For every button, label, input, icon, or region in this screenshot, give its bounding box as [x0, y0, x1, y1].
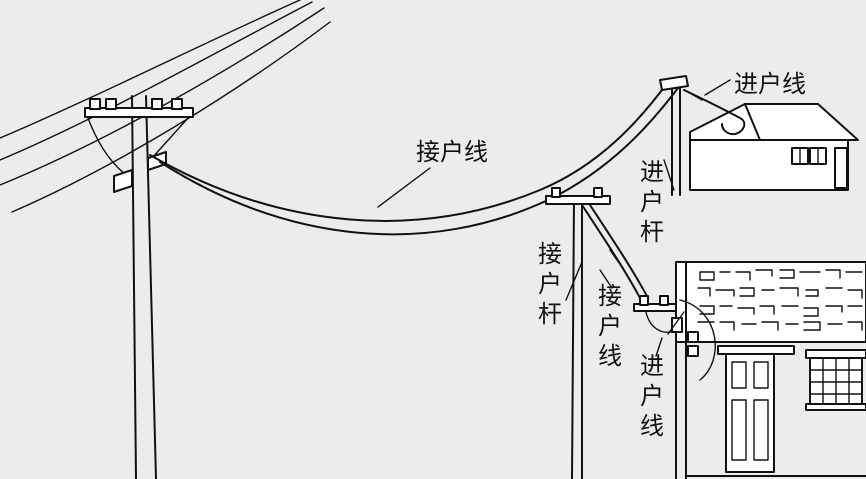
- insulator: [551, 187, 561, 198]
- service-pole: [545, 187, 611, 479]
- insulator: [639, 295, 649, 306]
- label-service-entrance-lower: 进 户 线: [640, 352, 672, 440]
- wall-bracket: [633, 295, 716, 381]
- char: 杆: [538, 300, 562, 328]
- leader-lines: [565, 159, 675, 301]
- brick-wall: [675, 261, 866, 343]
- char: 接: [598, 282, 622, 310]
- char: 户: [598, 312, 622, 340]
- crossarm: [545, 195, 611, 205]
- bracket-plate: [671, 317, 683, 333]
- door-lintel: [717, 345, 795, 355]
- top-house: [683, 79, 859, 191]
- entrance-tube: [687, 345, 699, 357]
- insulator: [105, 98, 117, 110]
- entrance-pole: [659, 75, 703, 196]
- char: 接: [538, 240, 562, 268]
- brick-pattern: [697, 269, 863, 331]
- char: 进: [640, 158, 664, 186]
- lower-service-drop: [581, 204, 649, 299]
- insulator: [659, 295, 669, 306]
- label-service-drop-lower: 接 户 线: [598, 282, 630, 370]
- char: 线: [640, 412, 664, 440]
- insulator: [151, 98, 163, 110]
- roof: [689, 103, 859, 141]
- insulator: [89, 98, 101, 110]
- window-lintel: [805, 349, 866, 359]
- char: 户: [538, 270, 562, 298]
- pole-bracket: [113, 169, 133, 193]
- door: [834, 147, 848, 189]
- crossarm: [84, 107, 194, 118]
- main-pole: [84, 95, 194, 479]
- service-drop-wires: [149, 81, 679, 236]
- char: 杆: [640, 218, 664, 246]
- char: 进: [640, 352, 664, 380]
- label-entrance-pole: 进 户 杆: [640, 158, 672, 246]
- label-service-entrance-top: 进户线: [734, 70, 806, 98]
- entrance-tube: [687, 331, 699, 343]
- distribution-lines: [0, 0, 331, 213]
- char: 户: [640, 188, 664, 216]
- window-sill: [805, 403, 866, 411]
- char: 户: [640, 382, 664, 410]
- insulator: [593, 187, 603, 198]
- lower-building: [675, 261, 866, 479]
- char: 线: [598, 342, 622, 370]
- insulator: [171, 98, 183, 110]
- pole-cap: [659, 75, 689, 91]
- bracket-arm: [633, 303, 677, 312]
- label-service-drop: 接户线: [416, 138, 488, 166]
- label-service-pole: 接 户 杆: [538, 240, 570, 328]
- front-door: [725, 353, 775, 473]
